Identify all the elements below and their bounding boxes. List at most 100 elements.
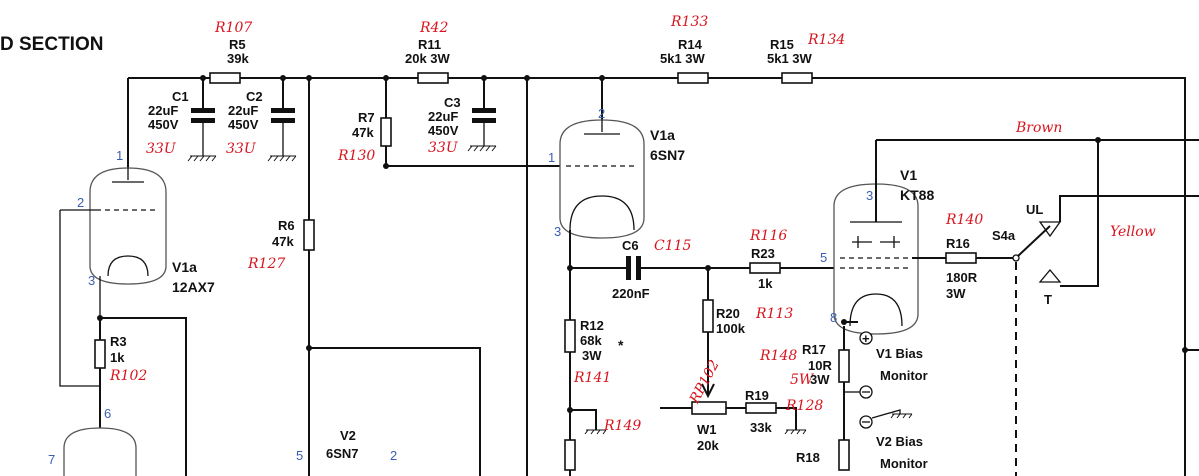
bias-monitor-v2: V2 Bias Monitor — [859, 409, 928, 471]
note-r116: R116 — [749, 228, 787, 244]
section-title: D SECTION — [0, 34, 103, 55]
v2-bias-line1: V2 Bias — [876, 434, 923, 449]
r12-power: 3W — [582, 348, 602, 363]
capacitor-c2: C2 22uF 450V 33U — [226, 89, 297, 162]
note-c3: 33U — [428, 140, 459, 156]
pin-2: 2 — [77, 195, 84, 210]
r20-value: 100k — [716, 321, 746, 336]
v1a-ref: V1a — [172, 259, 197, 275]
pin-v2-5: 5 — [296, 448, 303, 463]
resistor-r6: R6 47k R127 — [247, 218, 481, 476]
r15-value: 5k1 3W — [767, 51, 813, 66]
r11-ref: R11 — [418, 37, 441, 52]
r16-power: 3W — [946, 286, 966, 301]
pin-kt88-8: 8 — [830, 310, 837, 325]
r18-ref: R18 — [796, 450, 820, 465]
v1a-type: 12AX7 — [172, 279, 215, 295]
note-r102: R102 — [109, 368, 147, 384]
pin-3: 3 — [88, 273, 95, 288]
potentiometer-w1: RP102 W1 20k — [660, 357, 746, 453]
capacitor-c3: C3 22uF 450V 33U — [428, 95, 497, 156]
tube-v1a-6sn7: 2 1 3 V1a 6SN7 — [548, 106, 685, 476]
note-rp102: RP102 — [686, 357, 723, 407]
s4a-t: T — [1044, 292, 1052, 307]
c6-ref: C6 — [622, 238, 639, 253]
r23-ref: R23 — [751, 246, 775, 261]
r7-value: 47k — [352, 125, 374, 140]
note-r127: R127 — [247, 256, 285, 272]
r11-value: 20k 3W — [405, 51, 451, 66]
r7-ref: R7 — [358, 110, 375, 125]
r6-ref: R6 — [278, 218, 295, 233]
c2-voltage: 450V — [228, 117, 259, 132]
kt88-type: KT88 — [900, 187, 934, 203]
note-r107: R107 — [214, 20, 252, 36]
r5-value: 39k — [227, 51, 249, 66]
note-brown: Brown — [1015, 120, 1062, 136]
c3-voltage: 450V — [428, 123, 459, 138]
pin-6: 6 — [104, 406, 111, 421]
note-c2: 33U — [226, 141, 257, 157]
capacitor-c1: C1 22uF 450V 33U — [146, 89, 217, 162]
pin-v1a6-3: 3 — [554, 224, 561, 239]
resistor-r18: R18 — [796, 439, 850, 471]
r5-ref: R5 — [229, 37, 246, 52]
note-r113: R113 — [755, 306, 793, 322]
switch-s4a: S4a UL T Yellow — [992, 195, 1199, 476]
r3-ref: R3 — [110, 334, 127, 349]
v2-ref: V2 — [340, 428, 356, 443]
c6-value: 220nF — [612, 286, 650, 301]
tube-v1-kt88: 3 5 8 V1 KT88 — [820, 140, 946, 440]
note-yellow: Yellow — [1110, 224, 1156, 240]
bias-monitor-v1: + V1 Bias Monitor — [844, 321, 928, 399]
resistor-r7: R7 47k R130 — [337, 110, 560, 169]
r23-value: 1k — [758, 276, 773, 291]
note-c115: C115 — [654, 238, 692, 254]
resistor-r5: R107 R5 39k — [209, 20, 252, 84]
right-edge-wires — [1182, 347, 1199, 353]
c2-value: 22uF — [228, 103, 258, 118]
s4a-ref: S4a — [992, 228, 1016, 243]
tube-v1a-12ax7: 1 2 3 V1a 12AX7 — [59, 148, 215, 387]
tube-lower-partial: 6 7 — [48, 406, 137, 476]
v1a-6sn7-ref: V1a — [650, 127, 675, 143]
kt88-ref: V1 — [900, 167, 917, 183]
resistor-r20: R20 R113 100k — [701, 268, 793, 399]
v2-type: 6SN7 — [326, 446, 359, 461]
pin-v2-2: 2 — [390, 448, 397, 463]
w1-ref: W1 — [697, 422, 717, 437]
r6-value: 47k — [272, 234, 294, 249]
pin-7: 7 — [48, 452, 55, 467]
s4a-ul: UL — [1026, 202, 1043, 217]
pin-kt88-5: 5 — [820, 250, 827, 265]
r3-value: 1k — [110, 350, 125, 365]
r16-value: 180R — [946, 270, 978, 285]
note-r140: R140 — [945, 212, 983, 228]
note-r148: R148 — [759, 348, 797, 364]
pin-1: 1 — [116, 148, 123, 163]
note-r133: R133 — [670, 14, 708, 30]
v1-bias-line2: Monitor — [880, 368, 928, 383]
pin-v1a6-2: 2 — [598, 106, 605, 121]
v1a-6sn7-type: 6SN7 — [650, 147, 685, 163]
supply-rail — [127, 75, 1186, 476]
r20-ref: R20 — [716, 306, 740, 321]
c1-voltage: 450V — [148, 117, 179, 132]
r19-ref: R19 — [745, 388, 769, 403]
note-r128: R128 — [785, 398, 823, 414]
r12-value: 68k — [580, 333, 602, 348]
note-r149: R149 — [603, 418, 641, 434]
resistor-r17: R148 R17 10R 5W 3W — [759, 342, 850, 388]
r15-ref: R15 — [770, 37, 794, 52]
resistor-r11: R42 R11 20k 3W — [405, 20, 451, 84]
resistor-r19: R19 R128 33k — [745, 388, 823, 435]
r12-mark: * — [618, 337, 624, 353]
note-5w: 5W — [790, 372, 815, 388]
r17-ref: R17 — [802, 342, 826, 357]
note-r141: R141 — [573, 370, 611, 386]
r19-value: 33k — [750, 420, 772, 435]
r14-value: 5k1 3W — [660, 51, 706, 66]
c3-value: 22uF — [428, 109, 458, 124]
note-r134: R134 — [807, 32, 845, 48]
